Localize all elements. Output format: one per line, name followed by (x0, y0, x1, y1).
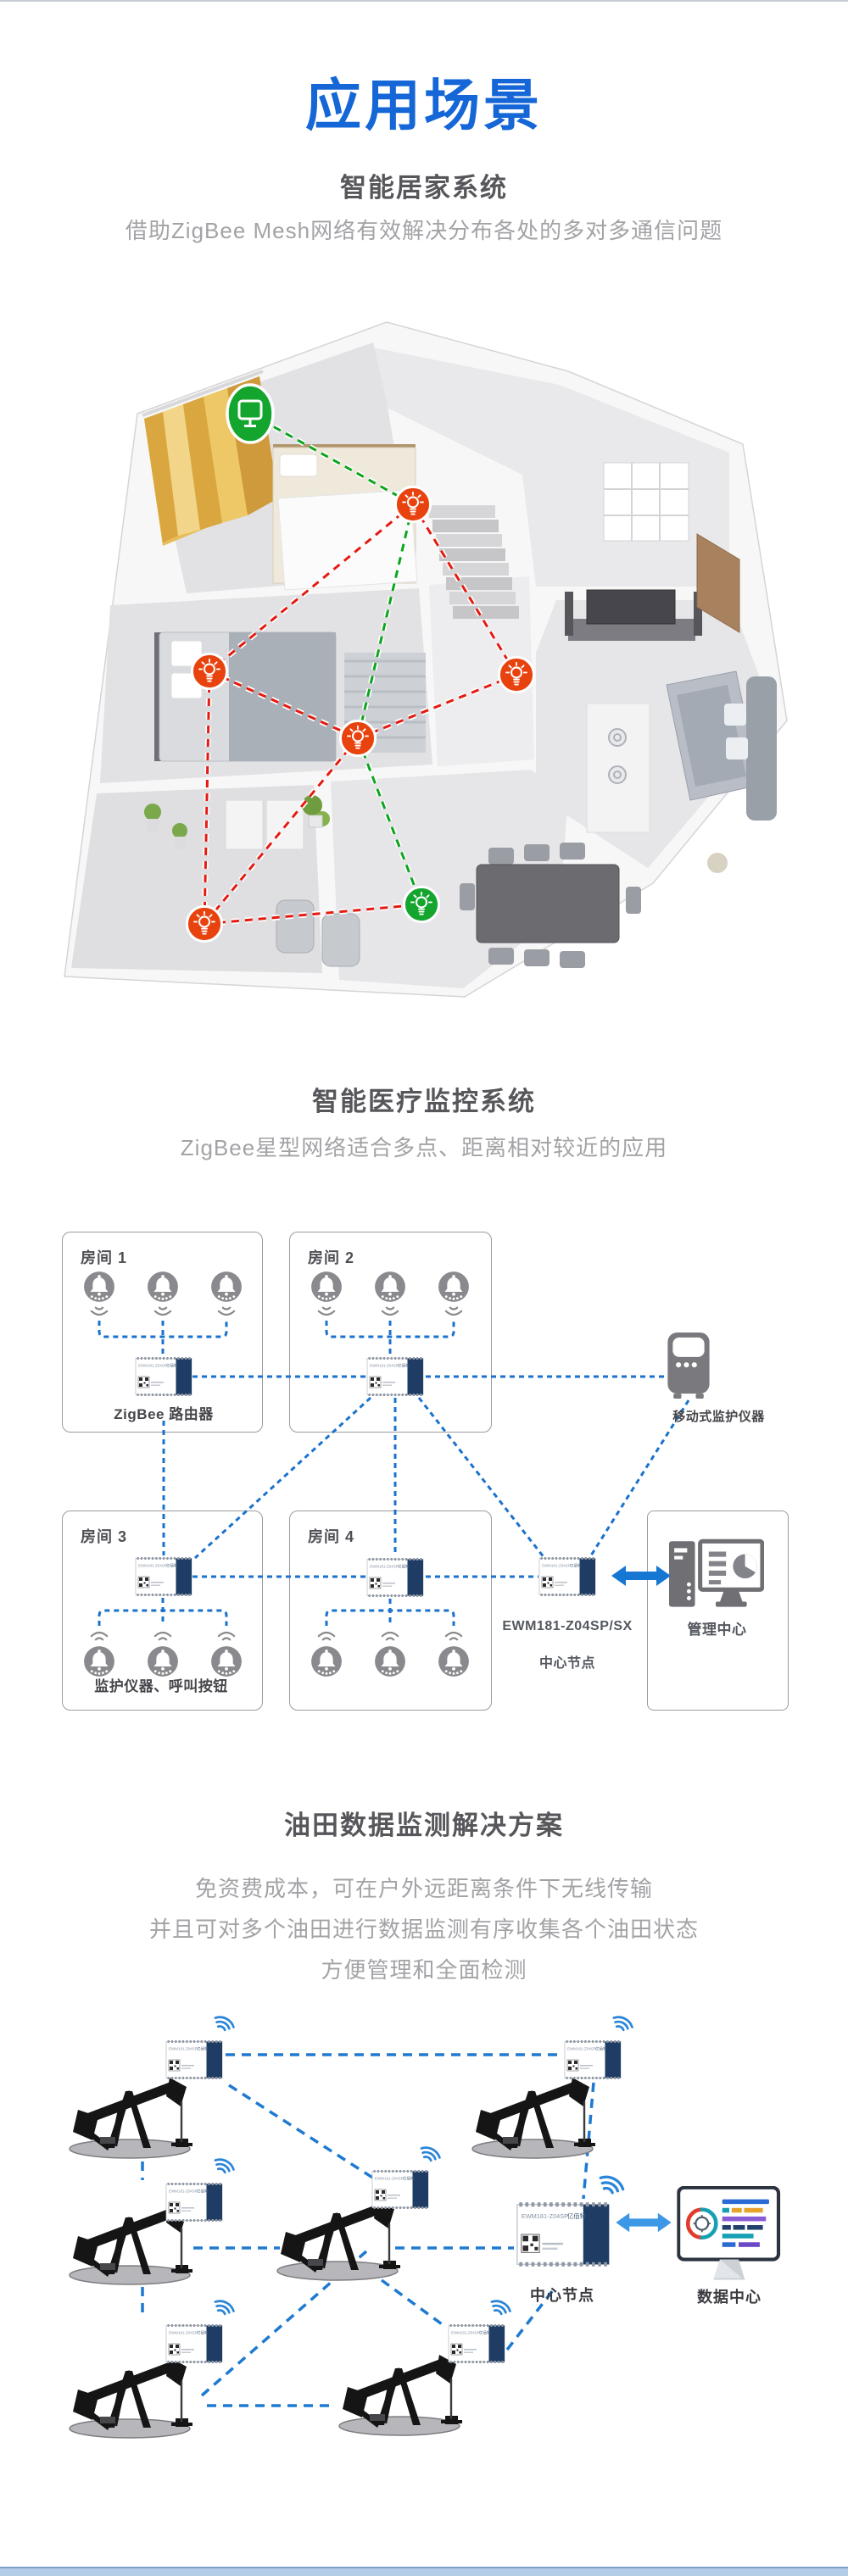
signal-arcs-icon (441, 1627, 466, 1642)
signal-arcs-icon (441, 1305, 466, 1320)
bell-sensor-icon (373, 1270, 407, 1304)
bell-sensor-icon (146, 1270, 180, 1304)
router-label: ZigBee 路由器 (114, 1406, 214, 1422)
center-node-module-icon (538, 1555, 596, 1598)
shelf (603, 462, 689, 542)
signal-arcs-icon (86, 1305, 112, 1320)
wifi-icon (214, 2007, 244, 2038)
zigbee-module-icon (371, 2168, 429, 2211)
room4-label: 房间 4 (308, 1528, 355, 1545)
zigbee-module-icon (135, 1355, 192, 1398)
zigbee-module-icon (448, 2323, 505, 2365)
room3-label: 房间 3 (81, 1528, 128, 1545)
signal-arcs-icon (214, 1305, 239, 1320)
signal-arcs-icon (150, 1627, 176, 1642)
center-node-label: 中心节点 (538, 1656, 595, 1671)
plants (144, 804, 187, 849)
bell-sensor-icon (146, 1644, 180, 1678)
signal-arcs-icon (86, 1627, 112, 1642)
oil-center-node-label: 中心节点 (530, 2287, 594, 2304)
management-label: 管理中心 (687, 1622, 747, 1638)
wifi-icon (599, 2165, 636, 2202)
bulb-node (497, 655, 536, 694)
bell-sensor-icon (310, 1270, 343, 1304)
sofa-area (666, 533, 777, 873)
wifi-icon (612, 2007, 643, 2038)
bottom-bar (0, 2567, 848, 2576)
zigbee-module-icon (165, 2323, 223, 2365)
dining-table (460, 843, 641, 968)
smart-home-floorplan (59, 320, 789, 1024)
wifi-icon (420, 2138, 450, 2168)
bell-sensor-icon (82, 1644, 116, 1678)
smart-home-subtitle: 借助ZigBee Mesh网络有效解决分布各处的多对多通信问题 (125, 218, 723, 243)
smart-home-heading: 智能居家系统 (340, 173, 508, 203)
management-computer-icon (669, 1536, 764, 1616)
mobile-device-label: 移动式监护仪器 (672, 1410, 765, 1424)
signal-arcs-icon (214, 1627, 239, 1642)
zigbee-module-icon (366, 1556, 424, 1599)
zigbee-module-icon (366, 1355, 424, 1398)
medical-subtitle: ZigBee星型网络适合多点、距离相对较近的应用 (180, 1135, 668, 1160)
signal-arcs-icon (314, 1305, 339, 1320)
tv-wall (565, 589, 702, 641)
mobile-monitor-device-icon (667, 1333, 711, 1399)
furniture (142, 370, 777, 968)
room1-label: 房间 1 (81, 1249, 128, 1266)
green-links (249, 412, 423, 905)
wifi-icon (214, 2291, 244, 2322)
bulb-node (393, 485, 432, 524)
signal-arcs-icon (314, 1627, 339, 1642)
room2-label: 房间 2 (308, 1249, 355, 1266)
oilfield-network-diagram: 中心节点 数据中心 (0, 2000, 848, 2509)
signal-arcs-icon (150, 1305, 176, 1320)
double-arrow-icon (611, 1563, 672, 1588)
bell-sensor-icon (373, 1644, 407, 1678)
center-node-module-icon (515, 2200, 611, 2269)
bed-2 (154, 631, 337, 762)
floorplan-illustration (64, 321, 788, 998)
bell-sensor-icon (310, 1644, 343, 1678)
zigbee-module-icon (165, 2181, 223, 2223)
page-title: 应用场景 (305, 74, 543, 136)
bulb-node (190, 652, 229, 691)
bell-sensor-icon (437, 1644, 471, 1678)
center-node-model: EWM181-Z04SP/SX (502, 1619, 633, 1633)
zigbee-module-icon (564, 2039, 622, 2081)
medical-heading: 智能医疗监控系统 (312, 1087, 536, 1116)
room4-box (289, 1511, 492, 1711)
red-links (203, 503, 518, 926)
data-center-label: 数据中心 (697, 2289, 762, 2306)
oil-pump-icon (336, 2340, 463, 2437)
room2-box (289, 1232, 492, 1433)
bell-sensor-icon (82, 1270, 116, 1304)
sensors-label: 监护仪器、呼叫按钮 (94, 1678, 228, 1694)
bell-sensor-icon (209, 1644, 243, 1678)
bed-1 (272, 444, 418, 591)
bulb-node (185, 904, 224, 943)
bell-sensor-icon (209, 1270, 243, 1304)
signal-arcs-icon (377, 1305, 403, 1320)
data-center-monitor-icon (674, 2186, 784, 2284)
room3-box (62, 1511, 263, 1711)
kitchen (586, 703, 650, 833)
wifi-icon (214, 2150, 244, 2180)
gateway-display-node (226, 383, 275, 444)
management-box (647, 1511, 789, 1711)
double-arrow-icon (614, 2211, 673, 2234)
signal-arcs-icon (377, 1627, 403, 1642)
bulb-node (338, 719, 377, 758)
zigbee-module-icon (165, 2039, 223, 2081)
green-bulb-node (402, 885, 441, 924)
oilfield-line-2: 并且可对多个油田进行数据监测有序收集各个油田状态 (148, 1917, 699, 1942)
medical-star-network-diagram: 房间 1 房间 2 房间 3 房间 4 (0, 1221, 848, 1729)
oilfield-line-3: 方便管理和全面检测 (321, 1957, 527, 1983)
oilfield-heading: 油田数据监测解决方案 (284, 1811, 564, 1840)
oilfield-line-1: 免资费成本，可在户外远距离条件下无线传输 (194, 1876, 653, 1901)
medical-connectors (98, 1321, 690, 1626)
top-divider (0, 0, 848, 2)
zigbee-module-icon (135, 1555, 192, 1598)
bell-sensor-icon (437, 1270, 471, 1304)
